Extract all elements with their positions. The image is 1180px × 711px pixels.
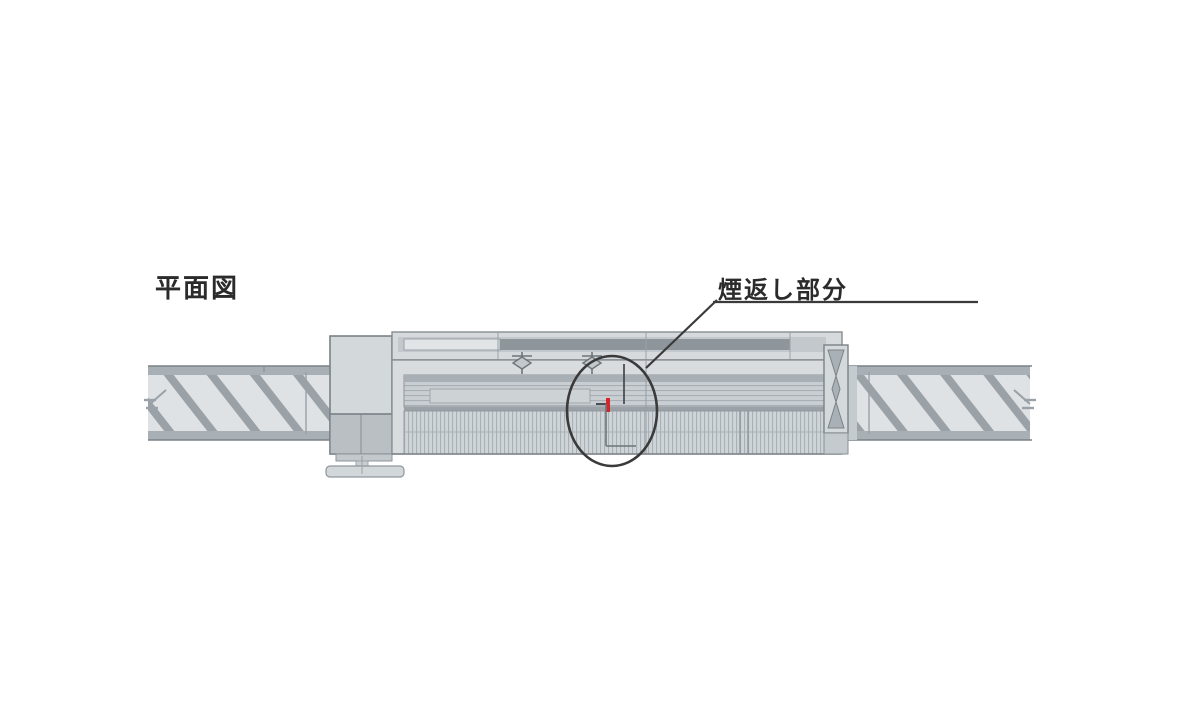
floor-pedestal-base bbox=[325, 453, 405, 478]
left-housing-box bbox=[329, 335, 393, 455]
page-title: 平面図 bbox=[155, 274, 240, 304]
left-wall-hatched-section bbox=[148, 365, 333, 441]
smoke-stop-red-marker bbox=[596, 364, 636, 447]
right-jamb-gasket bbox=[823, 344, 849, 455]
sliding-door-panel bbox=[391, 359, 843, 455]
roller-1 bbox=[511, 352, 533, 374]
detail-annotation-label: 煙返し部分 bbox=[718, 276, 848, 304]
detail-callout-circle bbox=[565, 354, 659, 468]
left-edge-arrow-mark bbox=[144, 389, 167, 410]
right-edge-arrow-mark bbox=[1013, 389, 1036, 410]
detail-leader-line bbox=[645, 299, 978, 369]
right-wall-hatched-section bbox=[848, 365, 1032, 441]
